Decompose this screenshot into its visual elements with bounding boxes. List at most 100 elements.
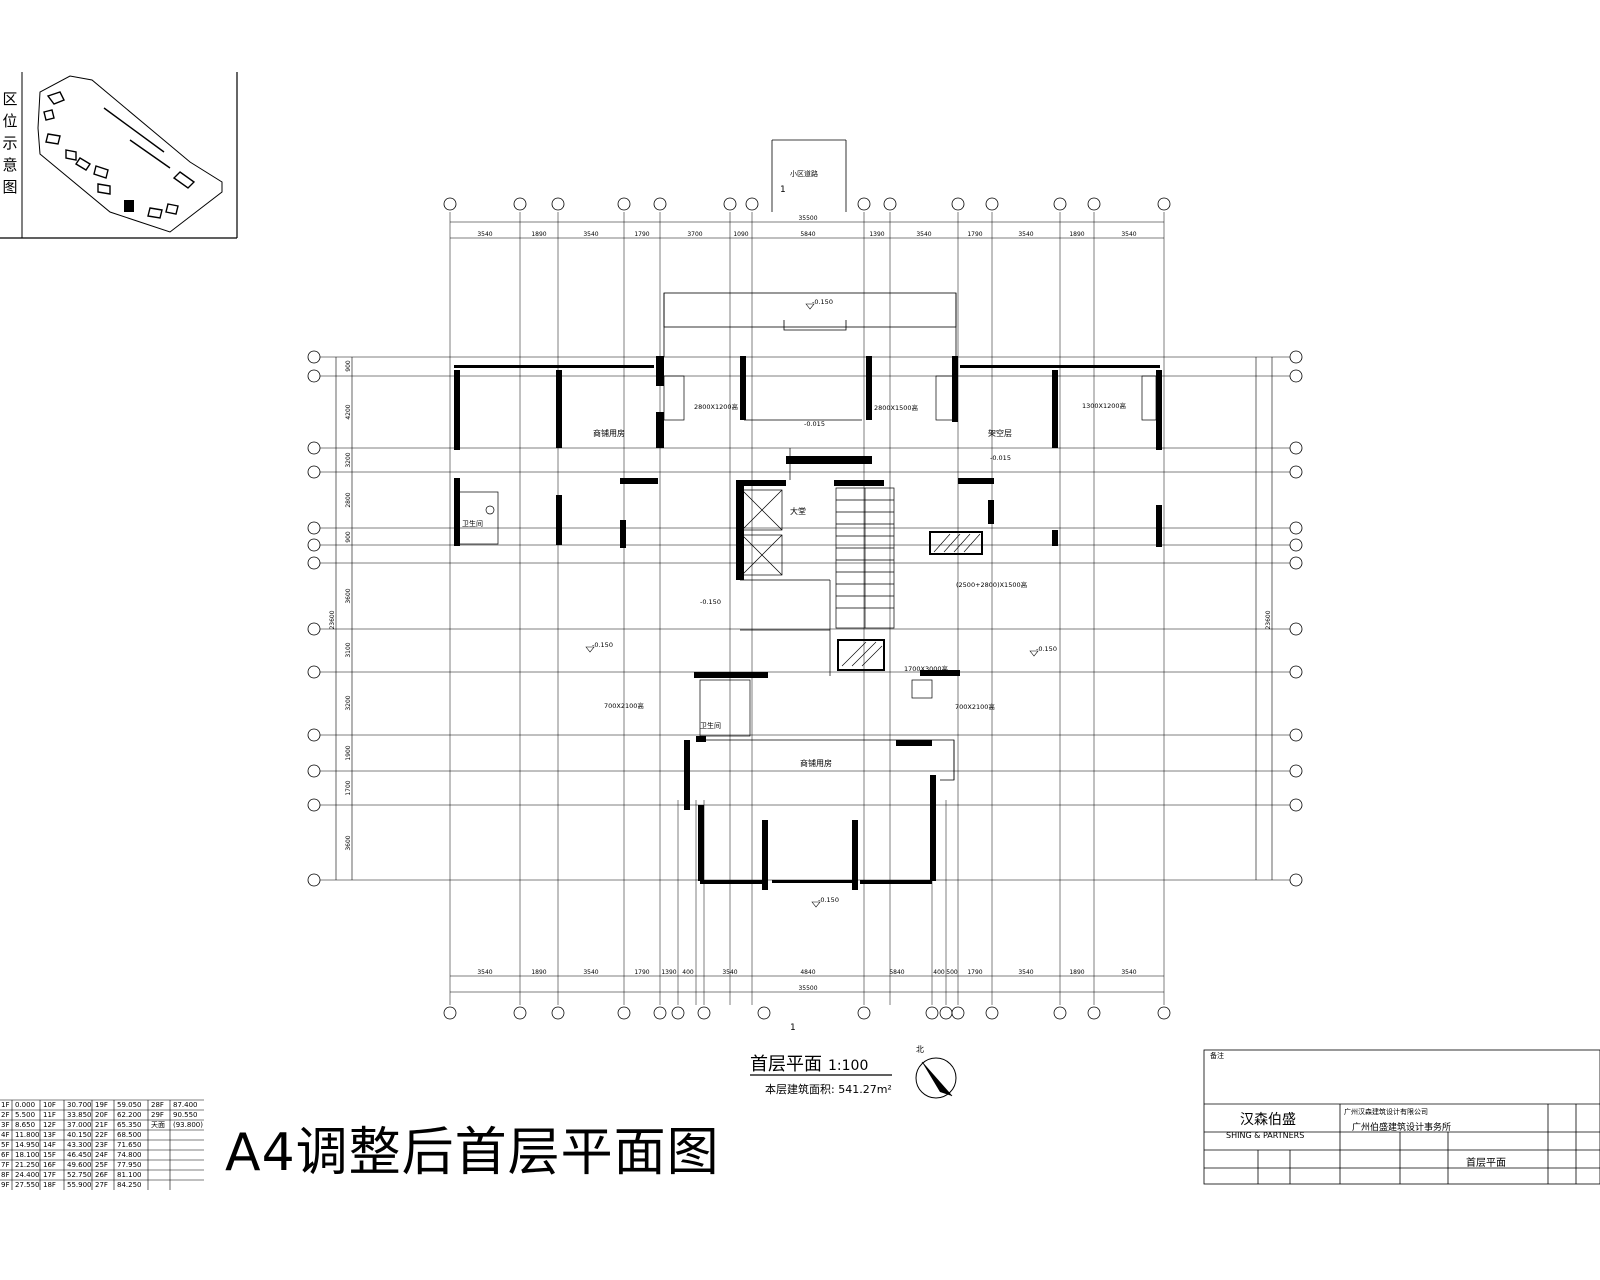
key-map-char: 区 <box>2 90 18 108</box>
entrance-canopy <box>663 139 957 357</box>
key-map-label: 区 位 示 意 图 <box>0 88 20 198</box>
window-note: (2500+2800)X1500高 <box>956 580 1028 589</box>
floor-table-cell: 23F <box>95 1141 108 1149</box>
dim-text: 500 <box>946 969 958 976</box>
floor-table-cell: 10F <box>43 1101 56 1109</box>
elevation-marks: -0.150 -0.150 -0.150 -0.150 -0.015 -0.01… <box>592 298 1057 904</box>
floor-elevation-table <box>0 1099 204 1190</box>
dim-text: 3540 <box>722 969 737 976</box>
floor-table-cell: 4F <box>1 1131 9 1139</box>
floor-table-cell: 2F <box>1 1111 9 1119</box>
dim-total-top: 35500 <box>798 215 817 222</box>
dim-text: 3540 <box>583 969 598 976</box>
floor-table-cell: 11F <box>43 1111 56 1119</box>
dim-text: 3540 <box>1018 231 1033 238</box>
window-note: 700X2100高 <box>604 701 644 710</box>
floor-table-cell: 21F <box>95 1121 108 1129</box>
floor-table-cell: 55.900 <box>67 1181 92 1189</box>
dim-text: 1790 <box>634 231 649 238</box>
north-label: 北 <box>916 1045 924 1054</box>
dim-text: 3600 <box>345 588 352 603</box>
floor-table-cell: 18F <box>43 1181 56 1189</box>
floor-table-cell: 21.250 <box>15 1161 40 1169</box>
floor-table-cell: 40.150 <box>67 1131 92 1139</box>
axis-bubbles-left <box>307 350 321 887</box>
dim-text: 900 <box>345 360 352 372</box>
elevation-triangles <box>585 303 1039 908</box>
floor-table-cell: 27F <box>95 1181 108 1189</box>
floor-table-cell: 65.350 <box>117 1121 142 1129</box>
floor-table-cell: 8F <box>1 1171 9 1179</box>
floor-table-cell: 8.650 <box>15 1121 35 1129</box>
dim-text: 1900 <box>345 745 352 760</box>
floor-table-cell: 11.800 <box>15 1131 40 1139</box>
axis-grid-horizontal <box>320 356 1290 881</box>
dim-text: 1390 <box>661 969 676 976</box>
axis-grid-vertical <box>449 212 1165 1005</box>
floor-table-cell: 90.550 <box>173 1111 198 1119</box>
section-mark-top: 1 <box>780 185 786 195</box>
dim-text: 3200 <box>345 452 352 467</box>
elevation-mark: -0.150 <box>700 598 721 606</box>
dim-text: 4840 <box>800 969 815 976</box>
dim-text: 400 <box>682 969 694 976</box>
room-label-commercial-top-right: 架空层 <box>988 428 1012 438</box>
dim-text: 2800 <box>345 492 352 507</box>
dim-text: 1790 <box>634 969 649 976</box>
floor-table-cell: 30.700 <box>67 1101 92 1109</box>
dim-text: 3100 <box>345 642 352 657</box>
floor-table-cell: 14.950 <box>15 1141 40 1149</box>
floor-table-cell: 17F <box>43 1171 56 1179</box>
dim-text: 3540 <box>1121 231 1136 238</box>
dim-text: 3540 <box>1121 969 1136 976</box>
key-map-char: 意 <box>2 156 18 174</box>
room-label-toilet-bottom: 卫生间 <box>700 721 721 730</box>
firm-name-en: SHING & PARTNERS <box>1226 1131 1304 1140</box>
elevation-mark: -0.015 <box>990 454 1011 462</box>
dim-text: 1890 <box>531 231 546 238</box>
floor-table-cell: 71.650 <box>117 1141 142 1149</box>
elevation-mark: -0.015 <box>804 420 825 428</box>
floor-table-cell: 5F <box>1 1141 9 1149</box>
dim-text: 3700 <box>687 231 702 238</box>
drawing-name: 首层平面 <box>1466 1156 1506 1169</box>
floor-table-cell: 3F <box>1 1121 9 1129</box>
plan-area-note: 本层建筑面积: 541.27m² <box>765 1083 892 1096</box>
dim-text: 900 <box>345 531 352 543</box>
floor-table-cell: 28F <box>151 1101 164 1109</box>
floor-table-cell: 52.750 <box>67 1171 92 1179</box>
elevation-mark: -0.150 <box>812 298 833 306</box>
floor-table-cell: 0.000 <box>15 1101 35 1109</box>
window-notes: 2800X1200高 2800X1500高 1300X1200高 (2500+2… <box>604 401 1127 711</box>
plan-scale: 1:100 <box>828 1058 869 1074</box>
room-label-toilet-left: 卫生间 <box>462 519 483 528</box>
floor-table-cell: 27.550 <box>15 1181 40 1189</box>
dim-text: 1890 <box>1069 231 1084 238</box>
floor-table-cell: 5.500 <box>15 1111 35 1119</box>
title-block-notes-label: 备注 <box>1210 1051 1224 1060</box>
dim-text: 5840 <box>889 969 904 976</box>
floor-table-cell: 37.000 <box>67 1121 92 1129</box>
floor-table-cell: 24.400 <box>15 1171 40 1179</box>
floor-table-cell: 9F <box>1 1181 9 1189</box>
floor-table-cell: 25F <box>95 1161 108 1169</box>
floor-table-cell: 43.300 <box>67 1141 92 1149</box>
key-map-char: 位 <box>2 112 18 130</box>
floor-table-cell: 6F <box>1 1151 9 1159</box>
floor-table-cell: 天面 <box>151 1121 165 1129</box>
floor-table-cell: 46.450 <box>67 1151 92 1159</box>
dim-text: 3540 <box>477 969 492 976</box>
elevation-mark: -0.150 <box>818 896 839 904</box>
dim-text: 1790 <box>967 969 982 976</box>
section-mark-bottom: 1 <box>790 1023 796 1033</box>
dim-text: 3200 <box>345 695 352 710</box>
dim-text: 3540 <box>1018 969 1033 976</box>
shaft-hatching <box>841 533 981 667</box>
room-label-lobby: 大堂 <box>790 506 806 516</box>
dim-text: 5840 <box>800 231 815 238</box>
dim-total-left: 23600 <box>329 610 336 629</box>
axis-bubbles-bottom <box>443 1006 1171 1020</box>
